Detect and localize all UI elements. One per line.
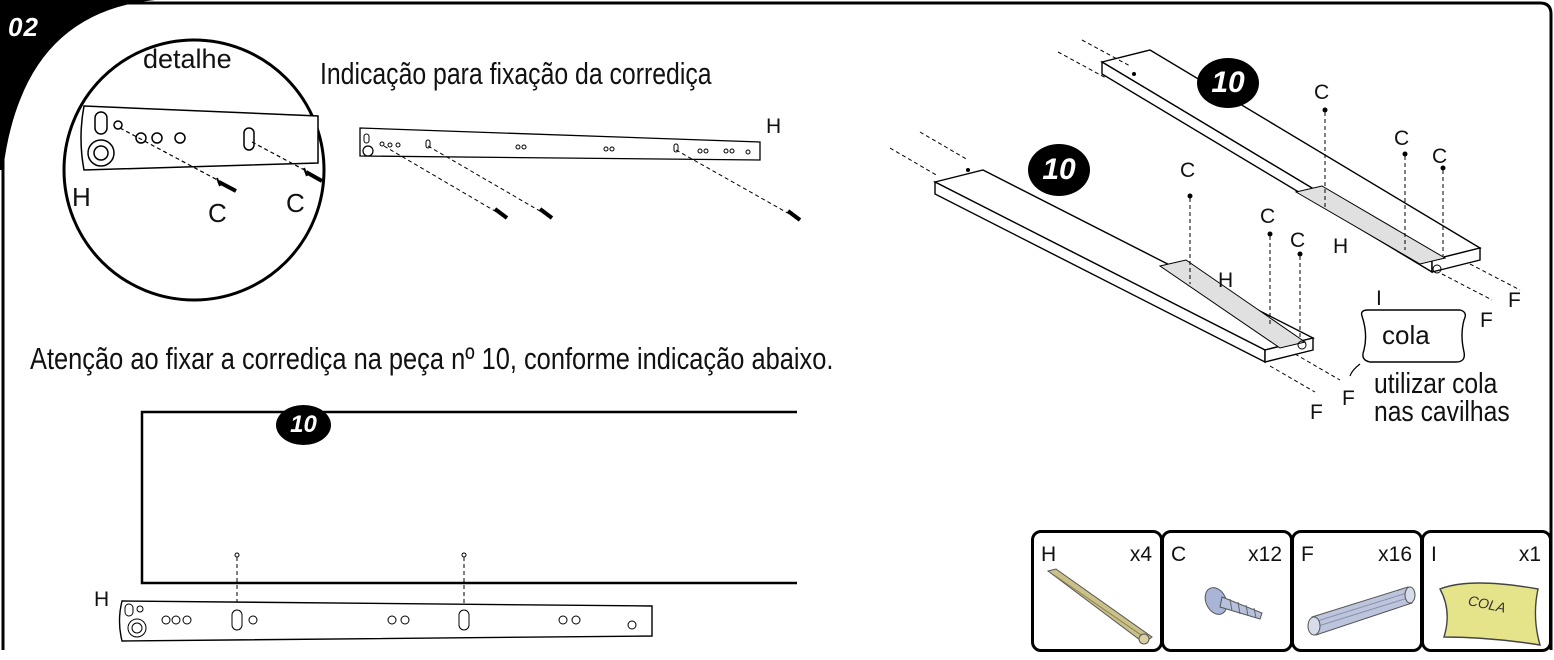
screw-icon <box>786 209 802 222</box>
top-slide-view <box>359 127 802 222</box>
detail-title: detalhe <box>143 44 232 74</box>
screw-icon <box>303 167 323 183</box>
panel-badge-lower: 10 <box>1028 144 1090 196</box>
iso-label-c1: C <box>1314 81 1330 104</box>
part-letter: I <box>1431 543 1437 566</box>
glue-letter: I <box>1376 287 1382 310</box>
part-card-h: H x4 <box>1031 530 1163 652</box>
slide-rail <box>359 127 761 161</box>
part-quantity: x12 <box>1248 543 1282 566</box>
part-card-c: C x12 <box>1161 530 1293 652</box>
detail-label-c1: C <box>208 198 227 228</box>
detail-circle-view <box>62 38 326 302</box>
iso-label-c3: C <box>1432 145 1448 168</box>
detail-rail <box>80 105 319 171</box>
isometric-view <box>889 39 1521 393</box>
panel-badge-front: 10 <box>276 405 331 445</box>
part-card-i: I x1 COLA <box>1421 530 1552 652</box>
part-letter: C <box>1171 543 1187 566</box>
upper-slide-rail <box>1294 185 1447 265</box>
panel-badge-upper: 10 <box>1197 58 1259 108</box>
iso-label-c6: C <box>1290 229 1306 252</box>
fixing-title: Indicação para fixação da corrediça <box>320 56 712 91</box>
screw-icon <box>216 177 237 193</box>
part-quantity: x4 <box>1129 543 1152 566</box>
attention-note: Atenção ao fixar a corrediça na peça nº … <box>30 341 834 376</box>
iso-label-f3: F <box>1342 387 1355 410</box>
detail-label-c2: C <box>286 188 305 218</box>
part-letter: H <box>1041 543 1057 566</box>
iso-label-f1: F <box>1508 289 1521 312</box>
iso-label-c5: C <box>1260 205 1276 228</box>
panel-10-outline <box>140 410 797 585</box>
detail-circle <box>62 38 326 302</box>
front-label-h: H <box>94 588 110 611</box>
glue-note-line1: utilizar cola <box>1374 368 1498 400</box>
part-letter: F <box>1301 543 1314 566</box>
step-number: 02 <box>8 12 39 42</box>
screw-icon <box>493 207 509 220</box>
glue-pack-outline <box>1360 309 1467 363</box>
iso-label-f2: F <box>1480 309 1493 332</box>
glue-label: cola <box>1382 320 1430 350</box>
detail-label-h: H <box>72 182 91 212</box>
iso-label-h2: H <box>1218 269 1234 292</box>
top-slide-label-h: H <box>766 115 782 138</box>
screw-icon <box>538 207 554 220</box>
front-view <box>118 410 797 642</box>
part-quantity: x16 <box>1378 543 1412 566</box>
iso-label-c4: C <box>1180 159 1196 182</box>
glue-pack-icon <box>1439 582 1541 646</box>
iso-label-f4: F <box>1310 401 1323 424</box>
part-card-f: F x16 <box>1291 530 1423 652</box>
glue-note-line2: nas cavilhas <box>1374 396 1510 428</box>
step-tab <box>0 0 155 170</box>
dowel-icon <box>1307 586 1416 636</box>
part-quantity: x1 <box>1518 543 1541 566</box>
slide-rail-icon <box>1046 568 1153 645</box>
front-slide-rail <box>118 600 653 642</box>
iso-label-h1: H <box>1333 235 1349 258</box>
screw-icon <box>1204 587 1263 620</box>
iso-label-c2: C <box>1394 127 1410 150</box>
